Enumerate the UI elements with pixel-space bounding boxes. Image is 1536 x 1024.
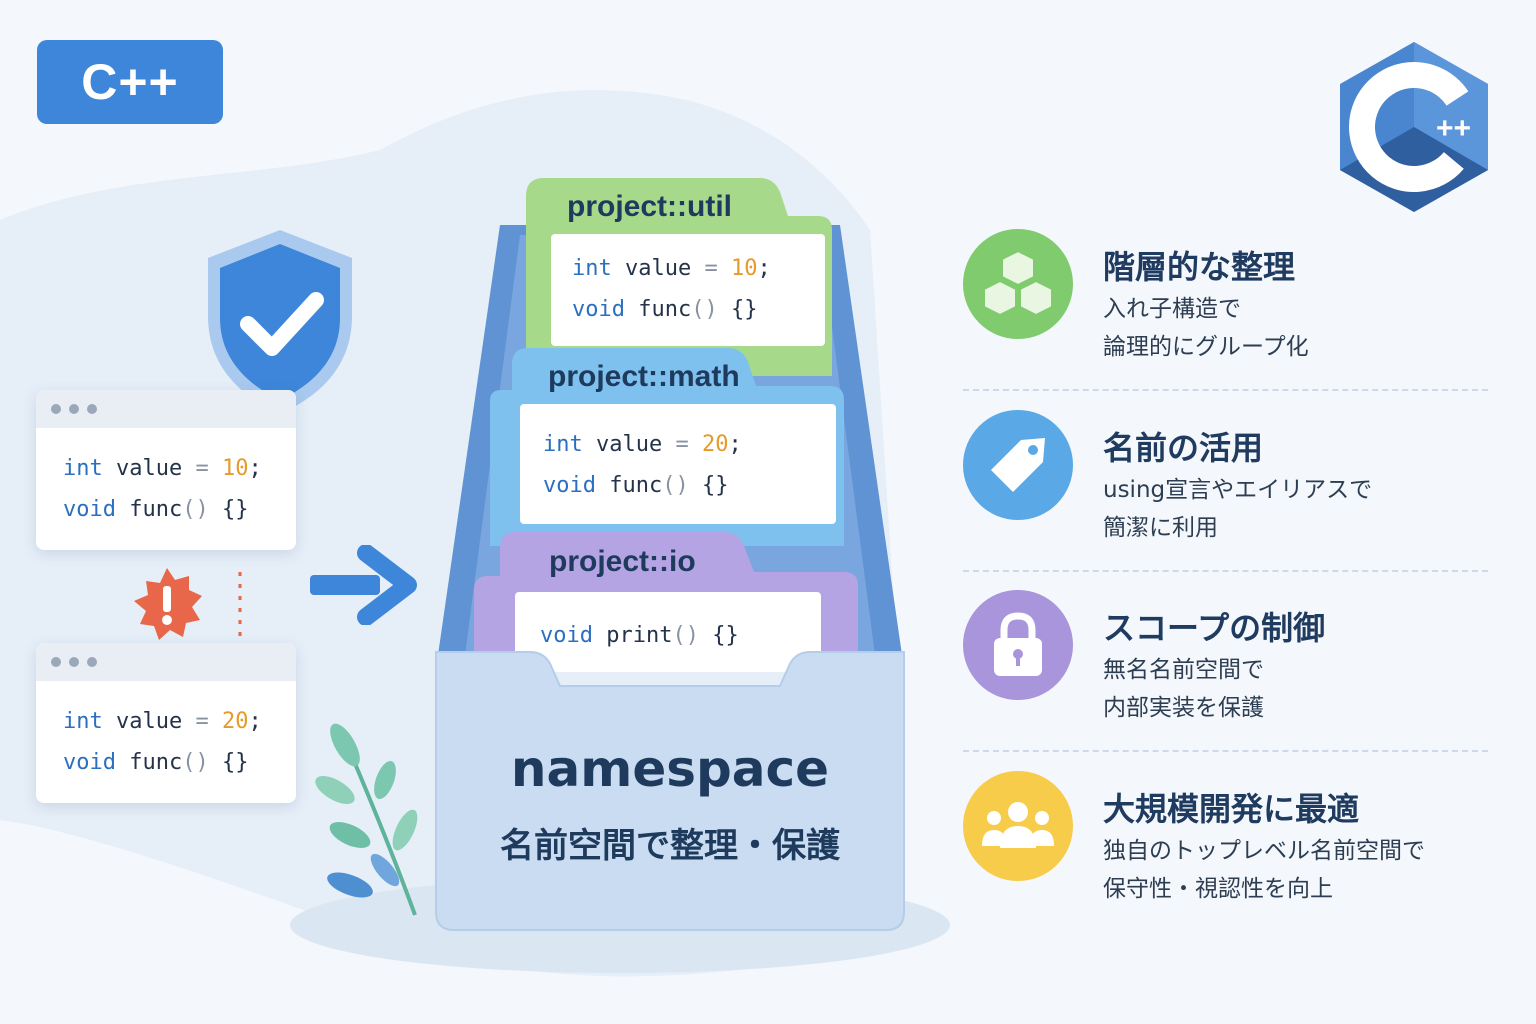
container-subtitle: 名前空間で整理・保護 [500, 826, 840, 866]
feature-icon-circle [963, 771, 1073, 881]
feature-icon-circle [963, 410, 1073, 520]
feature-desc: 独自のトップレベル名前空間で保守性・視認性を向上 [1103, 838, 1425, 902]
feature-icon-circle [963, 229, 1073, 339]
cpp-logo-icon: ++ [1340, 42, 1488, 212]
divider [963, 389, 1488, 391]
divider [963, 570, 1488, 572]
window-dot [87, 404, 97, 414]
conflict-warning-icon [134, 568, 242, 650]
feature-desc: 入れ子構造で論理的にグループ化 [1103, 296, 1309, 360]
plant-leaves-icon [315, 723, 418, 916]
window-dot [69, 404, 79, 414]
code-window-1: int value = 10; void func() {} [36, 390, 296, 550]
code-line: void func() {} [63, 750, 249, 775]
namespace-container [435, 651, 905, 931]
window-titlebar [36, 643, 296, 681]
window-dot [87, 657, 97, 667]
feature-desc: 無名名前空間で内部実装を保護 [1103, 657, 1264, 721]
lock-icon [994, 612, 1042, 676]
window-titlebar [36, 390, 296, 428]
window-dot [69, 657, 79, 667]
folder-util-label: project::util [567, 190, 732, 223]
divider [963, 750, 1488, 752]
code-line: int value = 20; [543, 432, 742, 457]
feature-title: 名前の活用 [1103, 429, 1264, 467]
container-title: namespace [510, 740, 830, 798]
code-line: void print() {} [540, 623, 739, 648]
shield-check-icon [208, 230, 352, 414]
feature-icon-circle [963, 590, 1073, 700]
code-line: void func() {} [63, 497, 249, 522]
code-line: void func() {} [572, 297, 758, 322]
folder-util-code: int value = 10; void func() {} [551, 234, 825, 346]
cubes-icon [983, 249, 1053, 317]
code-line: void func() {} [543, 473, 729, 498]
folder-math-code: int value = 20; void func() {} [520, 404, 836, 524]
users-icon [982, 802, 1054, 848]
code-line: int value = 10; [63, 456, 262, 481]
feature-title: 大規模開発に最適 [1103, 790, 1360, 828]
folder-io-code: void print() {} [515, 592, 821, 672]
folder-math-label: project::math [548, 360, 740, 393]
code-line: int value = 10; [572, 256, 771, 281]
code-line: int value = 20; [63, 709, 262, 734]
folder-io-label: project::io [549, 545, 696, 578]
feature-title: 階層的な整理 [1103, 248, 1296, 286]
feature-desc: using宣言やエイリアスで簡潔に利用 [1103, 477, 1373, 541]
code-window-2: int value = 20; void func() {} [36, 643, 296, 803]
arrow-right-icon [310, 545, 417, 625]
window-dot [51, 404, 61, 414]
logo-plus-label: ++ [1436, 112, 1471, 145]
window-dot [51, 657, 61, 667]
language-badge: C++ [37, 40, 223, 124]
tag-icon [991, 438, 1045, 492]
feature-title: スコープの制御 [1103, 609, 1326, 647]
